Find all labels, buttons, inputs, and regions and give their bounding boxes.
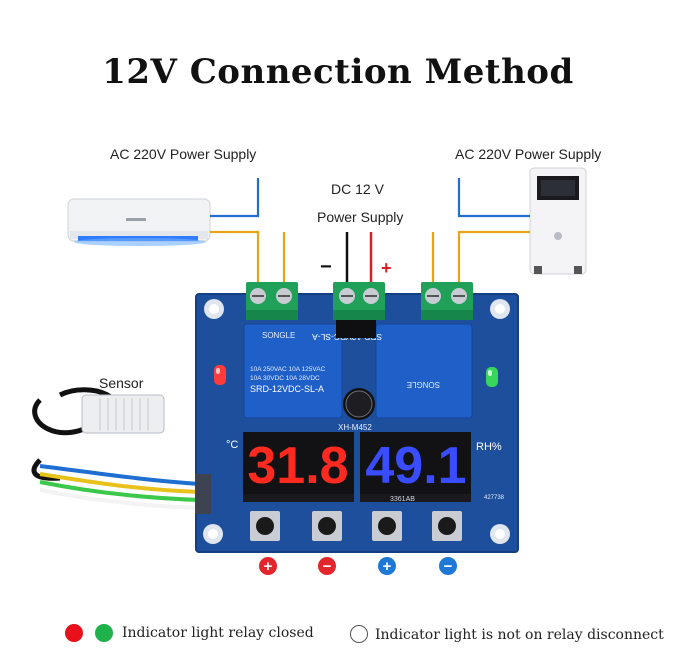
relay-left-brand: SONGLE (262, 331, 295, 340)
air-cooler-icon (529, 167, 587, 275)
temperature-display: 31.8 (243, 432, 354, 502)
tact-switch-4 (432, 511, 462, 541)
button-marker-minus-blue: − (438, 556, 458, 581)
sensor-connector (195, 474, 211, 514)
led-left (214, 365, 226, 385)
ac-left-label: AC 220V Power Supply (110, 146, 257, 162)
ac-right-label: AC 220V Power Supply (455, 146, 602, 162)
temperature-value: 31.8 (247, 437, 348, 495)
humidity-value: 49.1 (365, 437, 466, 495)
relay-left: SONGLE 10A 250VAC 10A 125VAC 10A 30VDC 1… (243, 323, 343, 419)
button-marker-plus-red: + (258, 556, 278, 581)
button-marker-symbol: + (383, 558, 392, 575)
humidity-display: 49.1 3361AB (360, 432, 471, 503)
terminal-left (246, 282, 298, 320)
chip-top (336, 320, 376, 338)
ac-right-wires (431, 178, 530, 284)
page-title: 12V Connection Method (102, 52, 574, 92)
legend-off-dot (350, 625, 368, 643)
relay-left-specs: 10A 250VAC 10A 125VAC (250, 366, 326, 373)
chip-label: 3361AB (390, 496, 415, 503)
relay-right-brand: SONGLE (407, 380, 440, 389)
sensor-wires (39, 464, 201, 510)
board-id: XH-M452 (338, 423, 372, 432)
button-marker-minus-red: − (317, 556, 337, 581)
tact-switch-1 (250, 511, 280, 541)
button-marker-plus-blue: + (377, 556, 397, 581)
button-marker-symbol: − (323, 558, 332, 575)
ac-left-wires (210, 178, 286, 284)
tact-switch-3 (372, 511, 402, 541)
temp-unit: °C (226, 439, 238, 451)
sensor-probe (31, 387, 165, 481)
dc-label-line1: DC 12 V (331, 181, 384, 197)
dc-plus-label: + (381, 258, 392, 278)
dc-label-line2: Power Supply (317, 209, 404, 225)
legend-green-dot (95, 624, 113, 642)
terminal-dc (333, 282, 385, 320)
button-marker-symbol: − (444, 558, 453, 575)
air-conditioner-icon (67, 198, 211, 246)
led-right (486, 367, 498, 387)
legend-open-text: Indicator light is not on relay disconne… (375, 627, 664, 643)
relay-left-model: SRD-12VDC-SL-A (250, 384, 324, 394)
terminal-right (421, 282, 473, 320)
tact-switch-2 (312, 511, 342, 541)
sensor-label: Sensor (99, 375, 144, 391)
relay-left-specs2: 10A 30VDC 10A 28VDC (250, 375, 320, 382)
mounting-holes (203, 299, 510, 544)
serial-number: 427738 (484, 495, 505, 501)
legend-closed-text: Indicator light relay closed (122, 625, 314, 641)
legend-red-dot (65, 624, 83, 642)
button-marker-symbol: + (264, 558, 273, 575)
hum-unit: RH% (476, 441, 502, 453)
dc-minus-label: − (320, 256, 332, 278)
